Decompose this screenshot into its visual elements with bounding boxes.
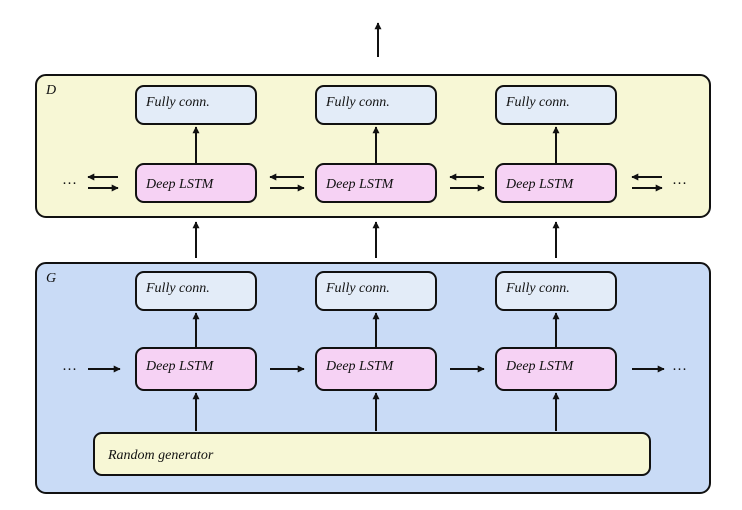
g-deep-lstm-1: Deep LSTM xyxy=(135,347,257,391)
g-fully-connected-1: Fully conn. xyxy=(135,271,257,311)
g-fully-connected-2: Fully conn. xyxy=(315,271,437,311)
g-deep-lstm-3: Deep LSTM xyxy=(495,347,617,391)
d-ellipsis-right: ··· xyxy=(672,176,687,192)
d-bidirectional-arrows-right xyxy=(631,173,663,192)
d-lstm-2-label: Deep LSTM xyxy=(325,177,395,192)
g-fc-3-label: Fully conn. xyxy=(505,281,570,296)
g-fc-2-label: Fully conn. xyxy=(325,281,390,296)
d-fc-2-label: Fully conn. xyxy=(325,95,390,110)
d-bidirectional-arrows-1-2 xyxy=(269,173,305,192)
d-bidirectional-arrows-2-3 xyxy=(449,173,485,192)
d-deep-lstm-2: Deep LSTM xyxy=(315,163,437,203)
d-deep-lstm-3: Deep LSTM xyxy=(495,163,617,203)
g-lstm-3-label: Deep LSTM xyxy=(505,359,575,374)
g-fully-connected-3: Fully conn. xyxy=(495,271,617,311)
d-lstm-1-label: Deep LSTM xyxy=(145,177,215,192)
generator-panel: G Fully conn. Fully conn. Fully conn. De… xyxy=(35,262,711,494)
d-deep-lstm-1: Deep LSTM xyxy=(135,163,257,203)
d-fc-1-label: Fully conn. xyxy=(145,95,210,110)
discriminator-panel: D Fully conn. Fully conn. Fully conn. De… xyxy=(35,74,711,218)
random-generator-label: Random generator xyxy=(107,448,214,463)
d-fully-connected-3: Fully conn. xyxy=(495,85,617,125)
g-fc-1-label: Fully conn. xyxy=(145,281,210,296)
g-lstm-2-label: Deep LSTM xyxy=(325,359,395,374)
generator-label: G xyxy=(46,271,56,286)
d-fully-connected-2: Fully conn. xyxy=(315,85,437,125)
d-fully-connected-1: Fully conn. xyxy=(135,85,257,125)
g-deep-lstm-2: Deep LSTM xyxy=(315,347,437,391)
random-generator: Random generator xyxy=(93,432,651,476)
d-ellipsis-left: ··· xyxy=(62,176,77,192)
g-ellipsis-left: ··· xyxy=(62,362,77,378)
d-fc-3-label: Fully conn. xyxy=(505,95,570,110)
g-lstm-1-label: Deep LSTM xyxy=(145,359,215,374)
d-bidirectional-arrows-left xyxy=(87,173,119,192)
g-ellipsis-right: ··· xyxy=(672,362,687,378)
d-lstm-3-label: Deep LSTM xyxy=(505,177,575,192)
discriminator-label: D xyxy=(45,83,56,98)
